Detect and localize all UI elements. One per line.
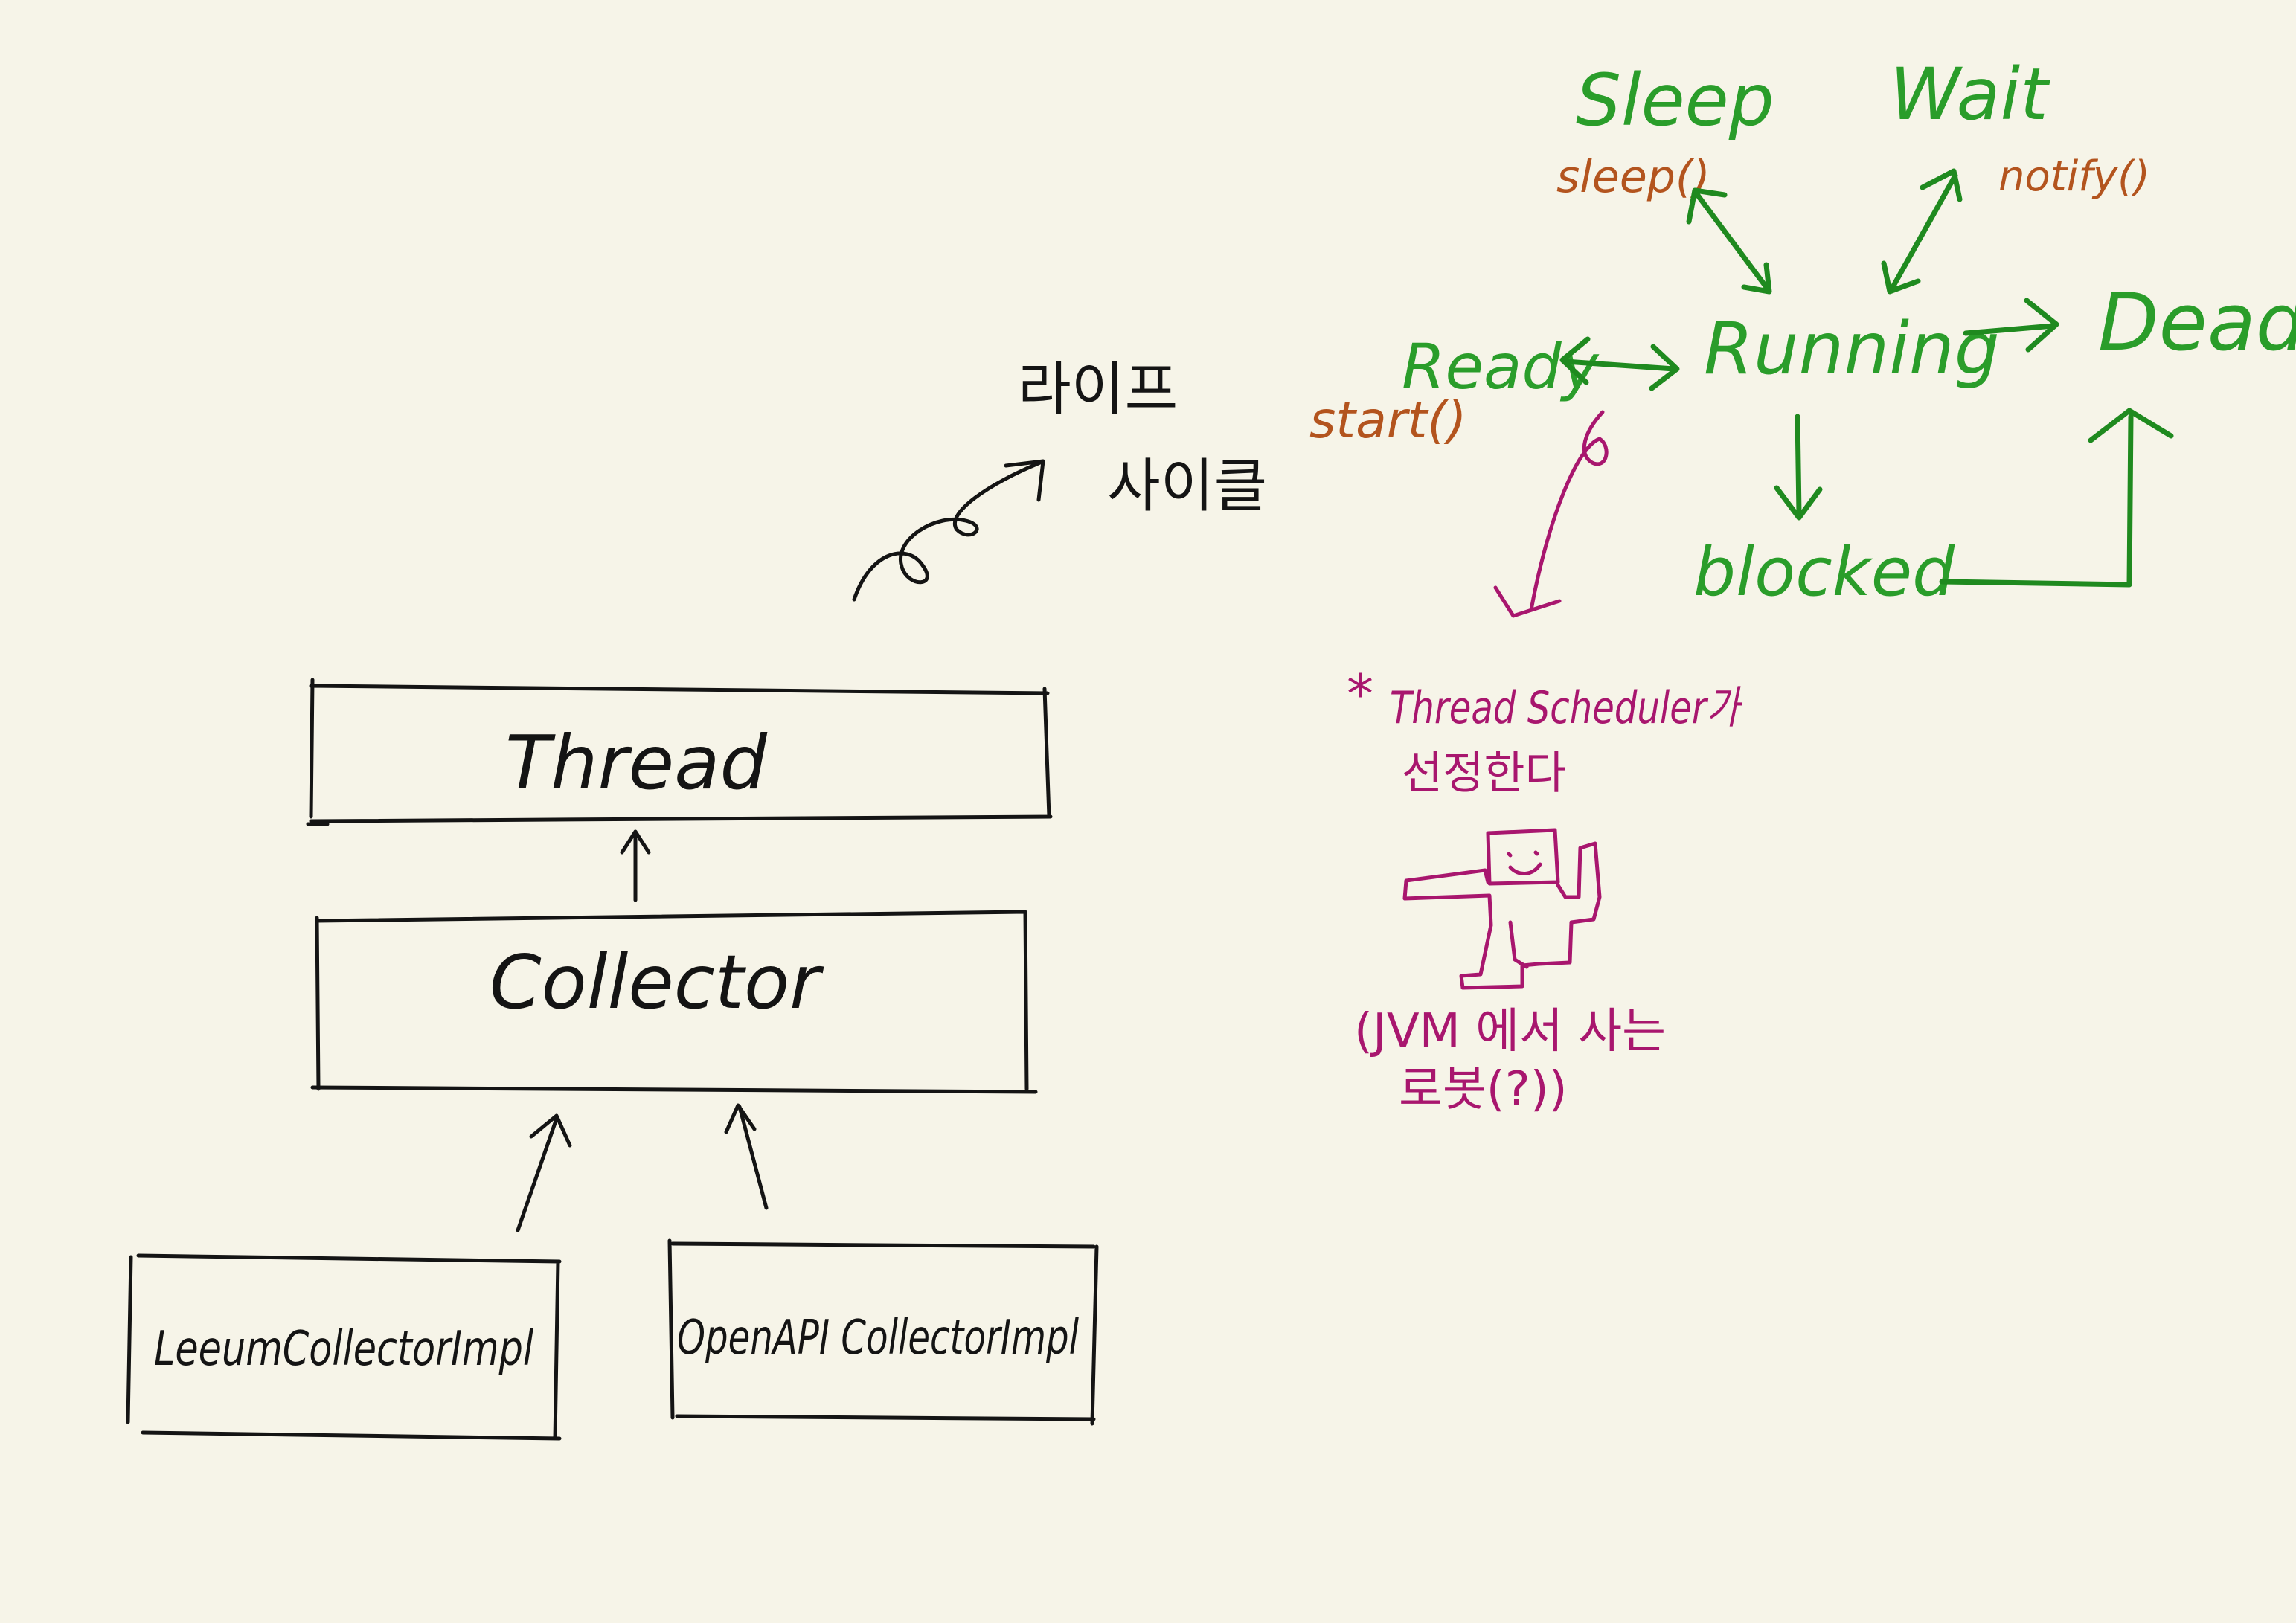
scheduler-note: * Thread Scheduler가 선정한다 (JVM 에서 사는 로봇(?… — [1347, 663, 1743, 1117]
openapi-impl-label: OpenAPI CollectorImpl — [677, 1311, 1079, 1366]
collector-to-thread-arrow — [620, 829, 651, 902]
leeum-impl-box: LeeumCollectorImpl — [126, 1253, 562, 1441]
note-star: * — [1347, 663, 1373, 725]
state-sleep: Sleep — [1576, 59, 1774, 142]
robot-drawing — [1402, 828, 1602, 990]
scheduler-arrow — [1493, 410, 1609, 618]
state-diagram: Sleep Wait Ready Running Dead blocked sl… — [1309, 53, 2296, 618]
wait-running-arrow — [1881, 168, 1963, 295]
state-running: Running — [1704, 307, 2000, 391]
lifecycle-loop-arrow — [852, 459, 1045, 602]
class-hierarchy: Thread Collector LeeumCollectorImpl Open… — [126, 678, 1099, 1441]
lifecycle-label-group: 라이프 사이클 — [852, 356, 1267, 602]
lifecycle-label-line2: 사이클 — [1107, 453, 1267, 520]
thread-class-label: Thread — [505, 719, 767, 806]
thread-class-box: Thread — [306, 678, 1053, 826]
leeum-impl-label: LeeumCollectorImpl — [154, 1322, 533, 1377]
running-blocked-arrow — [1774, 414, 1823, 521]
note-line2: 선정한다 — [1402, 748, 1566, 800]
openapi-impl-box: OpenAPI CollectorImpl — [667, 1238, 1099, 1426]
collector-class-box: Collector — [310, 910, 1038, 1094]
robot-caption-line2: 로봇(?)) — [1399, 1062, 1568, 1117]
method-notify: notify() — [1998, 152, 2150, 201]
state-dead: Dead — [2098, 277, 2296, 368]
ready-running-arrow — [1559, 336, 1680, 391]
lifecycle-label-line1: 라이프 — [1018, 356, 1178, 423]
collector-class-label: Collector — [490, 939, 824, 1026]
method-start: start() — [1309, 391, 1466, 450]
sleep-running-arrow — [1686, 187, 1772, 295]
note-line1: Thread Scheduler가 — [1390, 682, 1743, 734]
state-blocked: blocked — [1693, 533, 1955, 611]
running-dead-arrow — [1963, 298, 2059, 353]
blocked-dead-arrow — [1939, 408, 2174, 588]
impl-left-to-collector-arrow — [516, 1113, 572, 1232]
impl-right-to-collector-arrow — [724, 1103, 769, 1210]
state-wait: Wait — [1890, 53, 2050, 136]
method-sleep: sleep() — [1556, 151, 1710, 203]
robot-caption-line1: (JVM 에서 사는 — [1354, 1004, 1666, 1059]
